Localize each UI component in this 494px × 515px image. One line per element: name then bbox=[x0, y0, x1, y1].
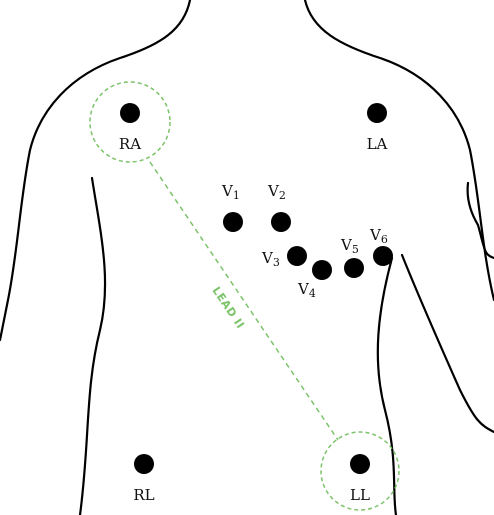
label-ll: LL bbox=[350, 486, 370, 504]
label-v3-sub: 3 bbox=[273, 256, 280, 269]
label-la: LA bbox=[367, 135, 388, 153]
label-v5: V5 bbox=[340, 236, 359, 256]
lead-ii-label: LEAD II bbox=[210, 284, 247, 331]
electrode-la bbox=[367, 103, 387, 123]
label-v4: V4 bbox=[297, 280, 316, 300]
electrode-v2 bbox=[271, 212, 291, 232]
electrode-ra bbox=[120, 103, 140, 123]
label-v4-sub: 4 bbox=[309, 287, 316, 300]
lead-ii-line bbox=[150, 162, 338, 440]
neck-left bbox=[0, 0, 190, 340]
label-v6-sub: 6 bbox=[381, 233, 388, 246]
neck-right bbox=[305, 0, 494, 300]
right-flank bbox=[378, 258, 396, 515]
label-v6: V6 bbox=[369, 226, 388, 246]
electrode-v4 bbox=[312, 260, 332, 280]
label-v1-sub: 1 bbox=[233, 189, 240, 202]
electrode-ll bbox=[350, 454, 370, 474]
label-v2: V2 bbox=[267, 182, 286, 202]
label-v2-sub: 2 bbox=[279, 189, 286, 202]
limb-electrodes: RA LA RL LL bbox=[119, 103, 388, 504]
electrode-v3 bbox=[287, 246, 307, 266]
label-v1: V1 bbox=[221, 182, 240, 202]
label-v3: V3 bbox=[261, 249, 280, 269]
right-inner-arm bbox=[402, 255, 494, 432]
electrode-rl bbox=[134, 454, 154, 474]
electrode-v5 bbox=[344, 258, 364, 278]
label-rl: RL bbox=[133, 486, 154, 504]
electrode-v6 bbox=[373, 246, 393, 266]
label-v5-sub: 5 bbox=[352, 243, 359, 256]
electrode-v1 bbox=[223, 212, 243, 232]
label-ra: RA bbox=[119, 135, 141, 153]
left-side bbox=[80, 178, 105, 515]
precordial-electrodes: V1 V2 V3 V4 V5 V6 bbox=[221, 182, 393, 300]
